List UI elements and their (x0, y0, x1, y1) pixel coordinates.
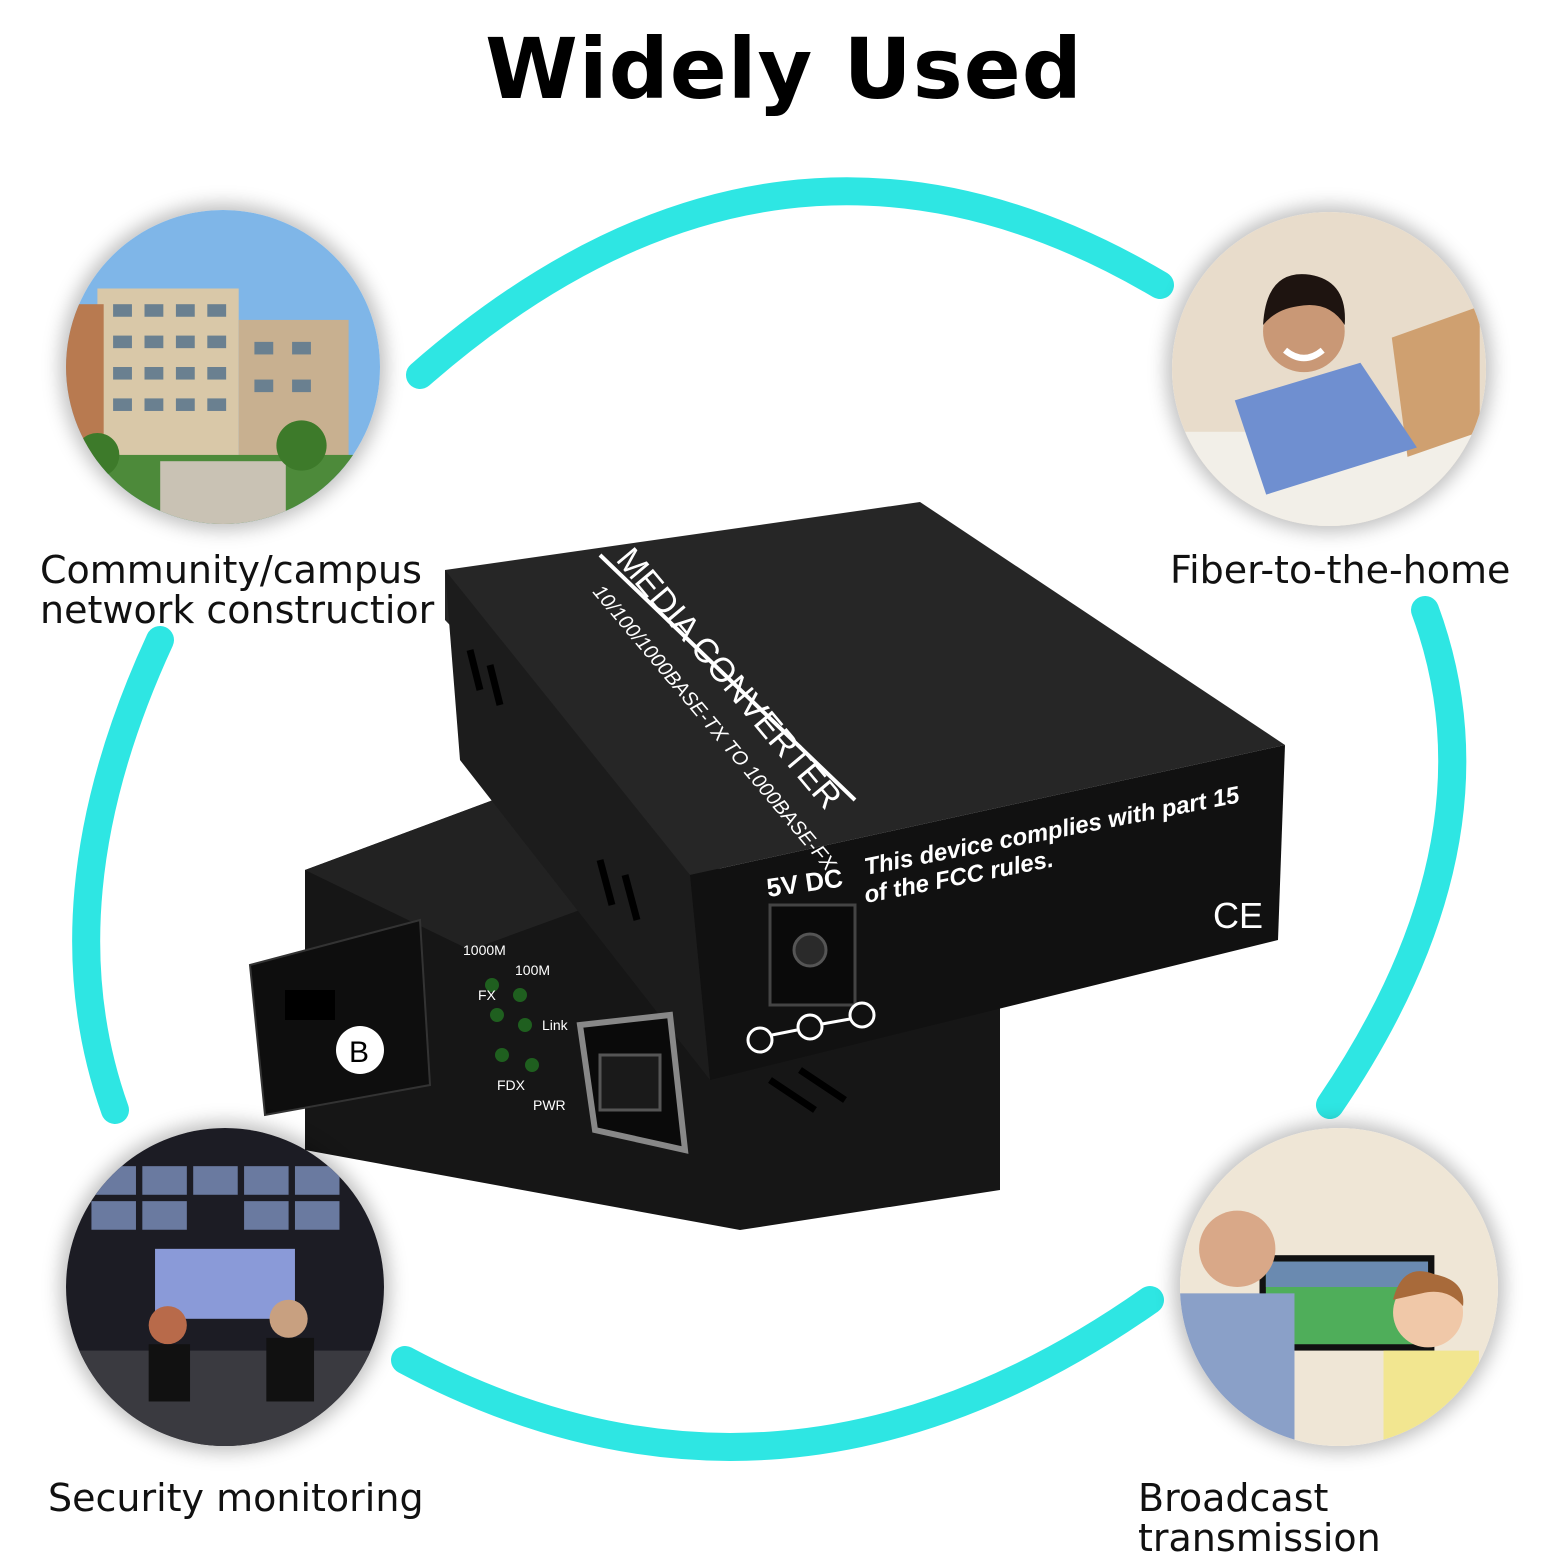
led-label-link: Link (542, 1017, 569, 1033)
photo-family-watching-tv (1180, 1128, 1498, 1446)
page-title: Widely Used (485, 20, 1083, 118)
photo-apartment-buildings (66, 210, 380, 524)
led-label-pwr: PWR (533, 1097, 566, 1113)
port-badge: B (349, 1036, 369, 1069)
photo-video-wall-control-room (66, 1128, 384, 1446)
caption-broadcast-transmission: Broadcast transmission (1138, 1476, 1381, 1560)
ce-mark: CE (1213, 895, 1263, 936)
photo-woman-with-laptop (1172, 212, 1486, 526)
led-label-1000m: 1000M (463, 942, 506, 958)
caption-fiber-to-home: Fiber-to-the-home (1170, 548, 1511, 592)
led-label-fdx: FDX (497, 1077, 526, 1093)
caption-security-monitoring: Security monitoring (48, 1476, 424, 1520)
media-converter-device: MEDIA CONVERTER 10/100/1000BASE-TX TO 10… (248, 502, 1285, 1230)
cyan-ring (72, 177, 1467, 1461)
caption-community-line2: network constructior (40, 588, 435, 632)
led-label-fx: FX (478, 987, 497, 1003)
caption-community-line1: Community/campus (40, 548, 422, 592)
caption-community-campus: Community/campus network constructior (40, 550, 434, 630)
led-label-100m: 100M (515, 962, 550, 978)
